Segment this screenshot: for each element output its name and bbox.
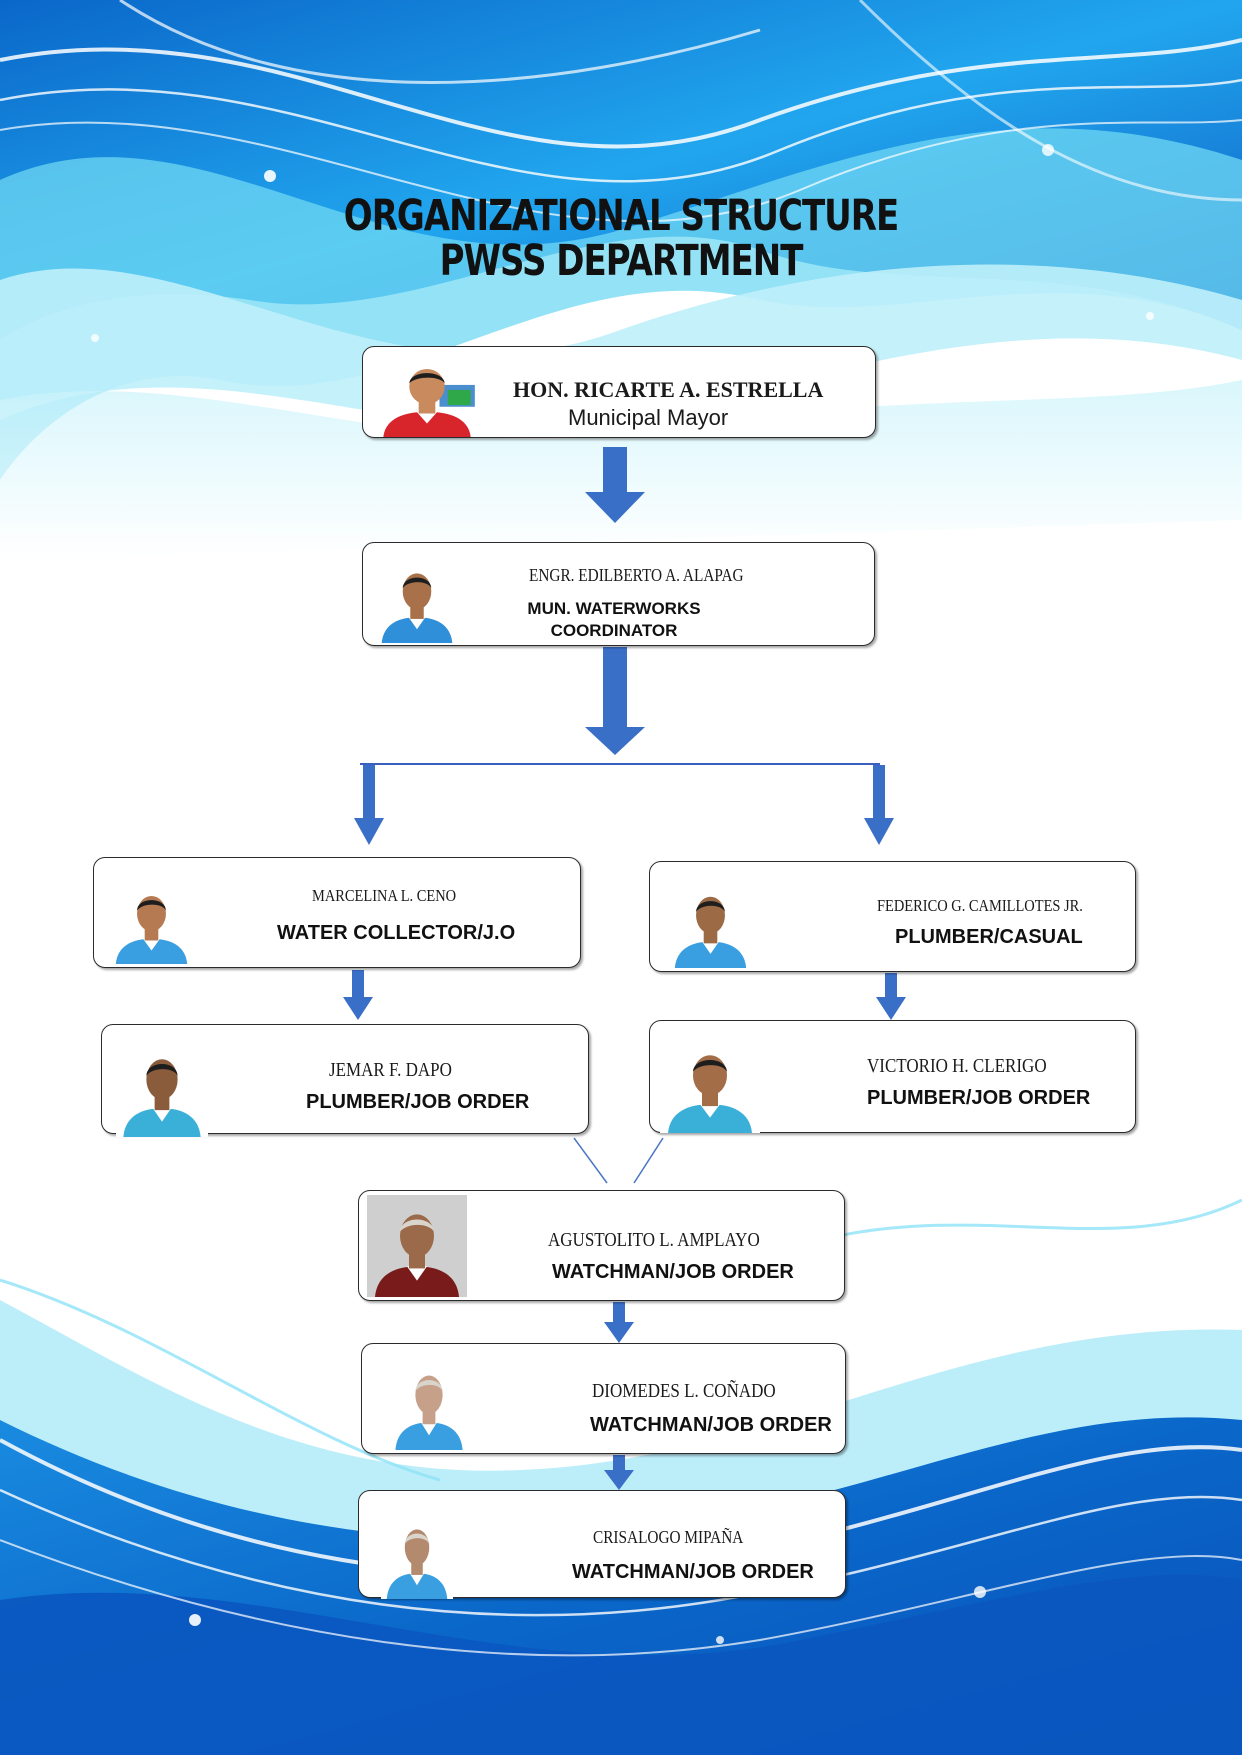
- person-role: WATER COLLECTOR/J.O: [277, 922, 516, 944]
- person-photo: [116, 1041, 208, 1137]
- arrow-icon: [604, 1455, 634, 1490]
- person-box-engr-edilberto-a-alapag: ENGR. EDILBERTO A. ALAPAG MUN. WATERWORKS…: [362, 542, 875, 646]
- person-role: WATCHMAN/JOB ORDER: [590, 1414, 832, 1436]
- person-box-victorio-h-clerigo: VICTORIO H. CLERIGO PLUMBER/JOB ORDER: [649, 1020, 1136, 1133]
- arrow-icon: [585, 647, 645, 755]
- person-name: MARCELINA L. CENO: [312, 886, 457, 905]
- person-name: HON. RICARTE A. ESTRELLA: [513, 377, 824, 402]
- person-role: PLUMBER/CASUAL: [895, 926, 1083, 948]
- person-name: VICTORIO H. CLERIGO: [867, 1055, 1047, 1077]
- person-box-marcelina-l-ceno: MARCELINA L. CENO WATER COLLECTOR/J.O: [93, 857, 581, 968]
- person-role: PLUMBER/JOB ORDER: [867, 1087, 1091, 1109]
- person-box-federico-g-camillotes-jr: FEDERICO G. CAMILLOTES JR. PLUMBER/CASUAL: [649, 861, 1136, 972]
- person-photo: [381, 1513, 453, 1599]
- person-box-hon-ricarte-a-estrella: HON. RICARTE A. ESTRELLA Municipal Mayor: [362, 346, 876, 438]
- arrow-icon: [585, 447, 645, 523]
- chart-subtitle: PWSS DEPARTMENT: [439, 236, 804, 286]
- person-box-diomedes-l-co-ado: DIOMEDES L. COÑADO WATCHMAN/JOB ORDER: [361, 1343, 846, 1454]
- merge-line: [633, 1137, 664, 1184]
- person-name: ENGR. EDILBERTO A. ALAPAG: [529, 565, 744, 585]
- person-name: CRISALOGO MIPAÑA: [593, 1527, 744, 1547]
- person-name: JEMAR F. DAPO: [329, 1059, 452, 1081]
- arrow-icon: [876, 973, 906, 1020]
- person-name: AGUSTOLITO L. AMPLAYO: [548, 1229, 760, 1251]
- arrow-icon: [343, 970, 373, 1020]
- person-name: DIOMEDES L. COÑADO: [592, 1380, 776, 1402]
- person-photo: [109, 880, 194, 964]
- person-photo: [389, 1358, 469, 1450]
- person-photo: [375, 557, 459, 643]
- arrow-icon: [354, 765, 384, 845]
- person-role: WATCHMAN/JOB ORDER: [552, 1261, 794, 1283]
- chart-title: ORGANIZATIONAL STRUCTURE: [343, 191, 899, 241]
- arrow-icon: [864, 765, 894, 845]
- person-photo: [375, 353, 479, 437]
- person-box-agustolito-l-amplayo: AGUSTOLITO L. AMPLAYO WATCHMAN/JOB ORDER: [358, 1190, 845, 1301]
- person-role-line-1: MUN. WATERWORKS: [527, 599, 701, 618]
- person-photo: [660, 1037, 760, 1133]
- arrow-icon: [604, 1302, 634, 1343]
- merge-line: [573, 1137, 608, 1184]
- person-photo: [668, 880, 753, 968]
- person-role: PLUMBER/JOB ORDER: [306, 1091, 530, 1113]
- person-name: FEDERICO G. CAMILLOTES JR.: [877, 896, 1083, 915]
- person-role-line-2: COORDINATOR: [550, 621, 678, 640]
- person-box-crisalogo-mipa-a: CRISALOGO MIPAÑA WATCHMAN/JOB ORDER: [358, 1490, 846, 1599]
- person-role: Municipal Mayor: [568, 405, 729, 430]
- person-role: WATCHMAN/JOB ORDER: [572, 1561, 814, 1583]
- person-photo: [367, 1195, 467, 1297]
- person-box-jemar-f-dapo: JEMAR F. DAPO PLUMBER/JOB ORDER: [101, 1024, 589, 1137]
